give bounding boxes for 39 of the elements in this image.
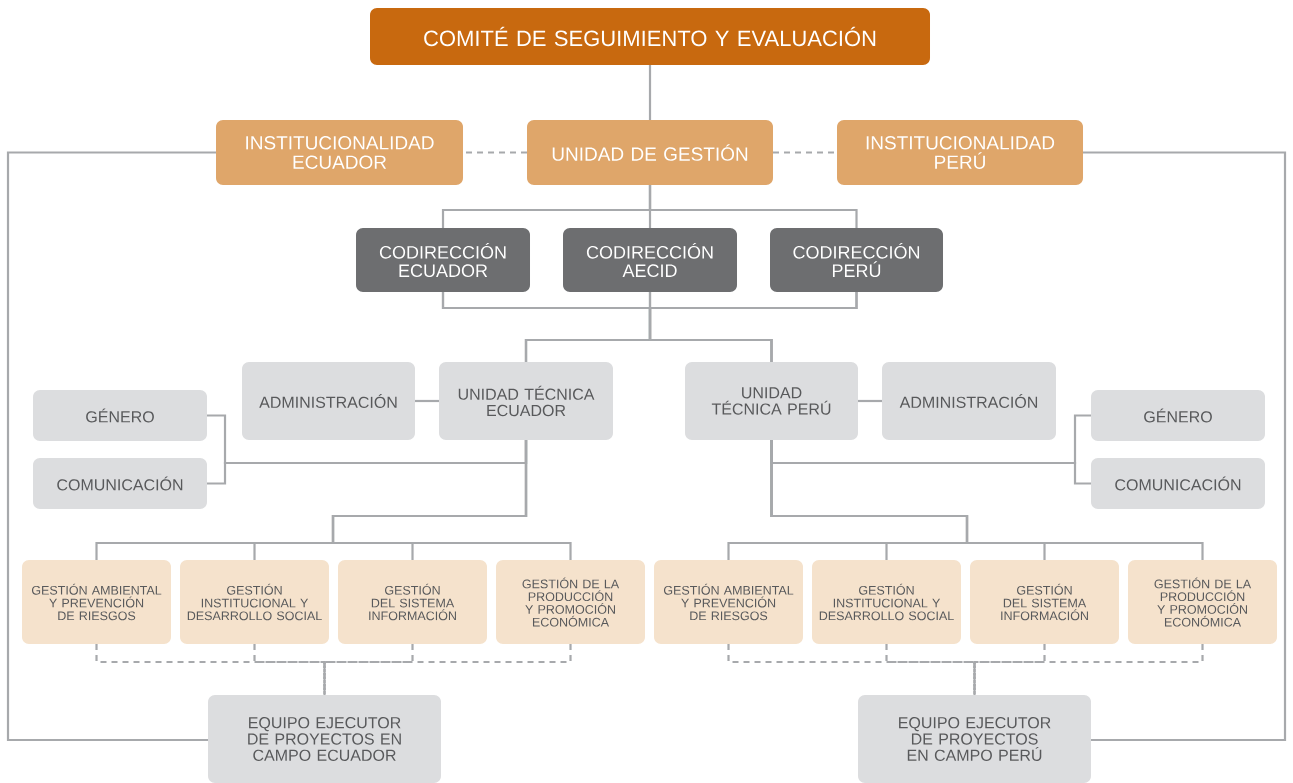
org-box: ADMINISTRACIÓN: [242, 362, 415, 440]
org-box: GESTIÓN INSTITUCIONAL Y DESARROLLO SOCIAL: [812, 560, 961, 644]
org-box: ADMINISTRACIÓN: [882, 362, 1056, 440]
org-box: GÉNERO: [1091, 390, 1265, 441]
org-box: CODIRECCIÓN AECID: [563, 228, 737, 292]
org-box: COMITÉ DE SEGUIMIENTO Y EVALUACIÓN: [370, 8, 930, 65]
org-box: GÉNERO: [33, 390, 207, 441]
org-box: GESTIÓN AMBIENTAL Y PREVENCIÓN DE RIESGOS: [22, 560, 171, 644]
org-box: GESTIÓN DEL SISTEMA INFORMACIÓN: [338, 560, 487, 644]
connector-line: [773, 151, 837, 154]
connector-line: [323, 644, 414, 695]
connector-line: [770, 440, 1204, 560]
connector-line: [973, 644, 1204, 695]
org-box: UNIDAD DE GESTIÓN: [527, 120, 773, 185]
connector-line: [648, 185, 858, 228]
org-box: GESTIÓN INSTITUCIONAL Y DESARROLLO SOCIAL: [180, 560, 329, 644]
connector-line: [6, 151, 216, 742]
org-box: CODIRECCIÓN ECUADOR: [356, 228, 530, 292]
connector-line: [648, 292, 858, 362]
connector-line: [95, 644, 326, 695]
org-box: UNIDAD TÉCNICA PERÚ: [685, 362, 858, 440]
org-box: EQUIPO EJECUTOR DE PROYECTOS EN CAMPO PERÚ: [858, 695, 1091, 783]
org-box: EQUIPO EJECUTOR DE PROYECTOS EN CAMPO ECUADOR: [208, 695, 441, 783]
connector-line: [648, 65, 652, 120]
org-box: CODIRECCIÓN PERÚ: [770, 228, 943, 292]
org-box: INSTITUCIONALIDAD ECUADOR: [216, 120, 463, 185]
org-box: COMUNICACIÓN: [33, 458, 207, 509]
org-box: GESTIÓN DE LA PRODUCCIÓN Y PROMOCIÓN ECONÓMICA: [1128, 560, 1277, 644]
org-box: GESTIÓN DEL SISTEMA INFORMACIÓN: [970, 560, 1119, 644]
org-box: UNIDAD TÉCNICA ECUADOR: [439, 362, 613, 440]
connector-line: [331, 440, 572, 560]
connector-line: [463, 151, 527, 154]
connector-line: [1083, 151, 1287, 742]
connector-line: [415, 399, 439, 403]
connector-line: [858, 399, 882, 403]
org-box: INSTITUCIONALIDAD PERÚ: [837, 120, 1083, 185]
org-box: COMUNICACIÓN: [1091, 458, 1265, 509]
org-box: GESTIÓN DE LA PRODUCCIÓN Y PROMOCIÓN ECONÓMICA: [496, 560, 645, 644]
org-box: GESTIÓN AMBIENTAL Y PREVENCIÓN DE RIESGOS: [654, 560, 803, 644]
